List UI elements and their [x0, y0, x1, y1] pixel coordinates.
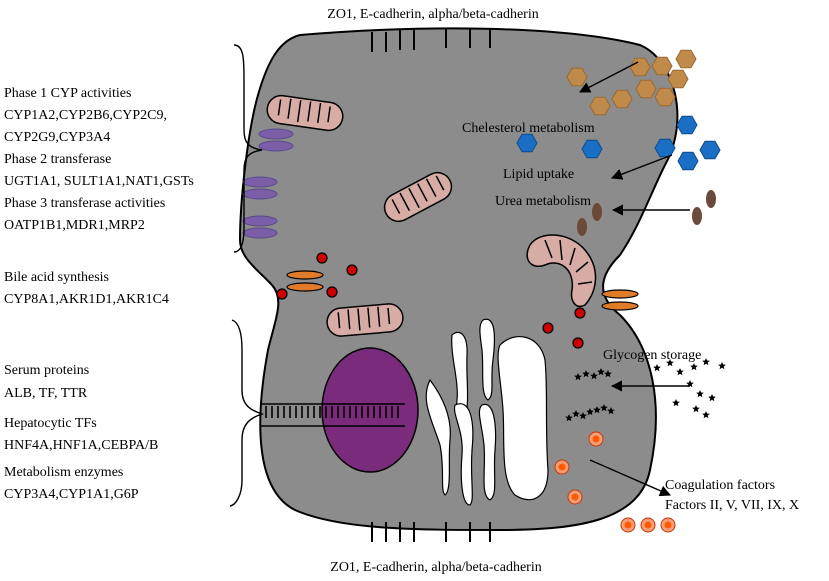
glycogen-star: [718, 362, 726, 370]
phase3-title: Phase 3 transferase activities: [4, 196, 165, 211]
glycogen-star: [565, 414, 573, 422]
coagulation-items: Factors II, V, VII, IX, X: [665, 498, 799, 513]
phase2-genes: UGT1A1, SULT1A1,NAT1,GSTs: [4, 174, 194, 189]
bile-channels: [286, 270, 639, 311]
membrane-transporters: [242, 128, 294, 239]
lipid-hexagon: [651, 56, 673, 76]
serum-proteins-title: Serum proteins: [4, 363, 89, 378]
glycogen-star: [708, 394, 716, 402]
glycogen-star: [572, 410, 580, 418]
coagulation-factor-dot: [554, 459, 570, 475]
phase1-genes-line2: CYP2G9,CYP3A4: [4, 130, 110, 145]
glycogen-star: [586, 408, 594, 416]
lipid-hexagon: [629, 57, 651, 77]
coagulation-factor-dot: [660, 517, 676, 533]
serum-proteins-items: ALB, TF, TTR: [4, 386, 88, 401]
transporter-2: [242, 176, 278, 200]
bottom-junction-ticks: [371, 522, 491, 542]
cholesterol-hexagon: [677, 151, 699, 171]
phase1-title: Phase 1 CYP activities: [4, 86, 131, 101]
brace-lower: [229, 319, 265, 507]
glycogen-star: [702, 411, 710, 419]
endoplasmic-reticulum: [425, 318, 549, 506]
lipid-hexagon: [667, 69, 689, 89]
cholesterol-hexagon: [516, 133, 538, 153]
glycogen-star: [672, 399, 680, 407]
lipid-hexagon: [566, 67, 588, 87]
bile-acid-genes: CYP8A1,AKR1D1,AKR1C4: [4, 292, 169, 307]
cholesterol-hexagon: [699, 140, 721, 160]
transporter-3: [242, 215, 278, 239]
lipid-uptake-label: Lipid uptake: [503, 167, 574, 182]
glycogen-star: [696, 390, 704, 398]
urea-particles: [577, 190, 716, 236]
metabolism-enzymes-items: CYP3A4,CYP1A1,G6P: [4, 487, 139, 502]
braces: [229, 44, 265, 507]
glycogen-star: [692, 405, 700, 413]
mitochondrion-4: [526, 234, 597, 307]
coagulation-factor-dot: [588, 431, 604, 447]
top-membrane-label: ZO1, E-cadherin, alpha/beta-cadherin: [327, 7, 538, 22]
bile-channel-right: [601, 289, 639, 311]
cholesterol-hexagon: [654, 138, 676, 158]
coagulation-factor-dots: [554, 431, 676, 533]
phase3-genes: OATP1B1,MDR1,MRP2: [4, 218, 145, 233]
cholesterol-hexagons: [516, 115, 721, 171]
glycogen-star: [579, 412, 587, 420]
lipid-hexagon: [675, 49, 697, 69]
glycogen-star: [690, 363, 698, 371]
bile-acid-dots: [276, 252, 586, 349]
lipid-hexagons: [566, 49, 697, 116]
glycogen-star: [607, 407, 615, 415]
glycogen-star: [574, 373, 582, 381]
metabolism-enzymes-title: Metabolism enzymes: [4, 465, 123, 480]
coagulation-factor-dot: [620, 517, 636, 533]
hepatocytic-tfs-title: Hepatocytic TFs: [4, 416, 97, 431]
coagulation-factor-dot: [567, 489, 583, 505]
lipid-hexagon: [654, 87, 676, 107]
phase2-title: Phase 2 transferase: [4, 152, 111, 167]
arrow-lipid-uptake: [610, 154, 673, 180]
glycogen-star: [604, 370, 612, 378]
bottom-membrane-label: ZO1, E-cadherin, alpha/beta-cadherin: [330, 560, 541, 575]
lipid-hexagon: [635, 79, 657, 99]
glycogen-star: [590, 372, 598, 380]
cholesterol-hexagon: [581, 139, 603, 159]
labels: ZO1, E-cadherin, alpha/beta-cadherin ZO1…: [4, 7, 799, 575]
cholesterol-hexagon: [676, 115, 698, 135]
urea-label: Urea metabolism: [495, 194, 591, 209]
glycogen-star: [702, 358, 710, 366]
lipid-hexagon: [589, 96, 611, 116]
mitochondria-group: [266, 94, 597, 337]
bile-channel-left: [286, 270, 324, 292]
glycogen-star: [593, 406, 601, 414]
glycogen-star: [600, 404, 608, 412]
glycogen-star: [666, 359, 674, 367]
mitochondrion-3: [326, 303, 404, 337]
glycogen-label: Glycogen storage: [603, 348, 701, 363]
glycogen-star: [676, 368, 684, 376]
brace-upper: [233, 44, 263, 253]
glycogen-stars: [565, 358, 726, 422]
arrows: [579, 61, 690, 497]
glycogen-star: [597, 368, 605, 376]
coagulation-factor-dot: [640, 517, 656, 533]
nucleus: [321, 347, 419, 473]
top-junction-ticks: [371, 28, 491, 52]
arrow-lipid-to-hex: [579, 61, 639, 93]
coagulation-title: Coagulation factors: [665, 478, 775, 493]
arrow-coagulation: [589, 459, 672, 497]
lipid-hexagon: [611, 89, 633, 109]
mitochondrion-1: [266, 94, 344, 132]
phase1-genes-line1: CYP1A2,CYP2B6,CYP2C9,: [4, 108, 167, 123]
dna-ladder: [260, 403, 405, 427]
cholesterol-label: Chelesterol metabolism: [462, 121, 595, 136]
transporter-1: [258, 128, 294, 152]
glycogen-star: [653, 364, 661, 372]
bile-acid-title: Bile acid synthesis: [4, 270, 109, 285]
glycogen-star: [582, 370, 590, 378]
hepatocytic-tfs-items: HNF4A,HNF1A,CEBPA/B: [4, 438, 158, 453]
